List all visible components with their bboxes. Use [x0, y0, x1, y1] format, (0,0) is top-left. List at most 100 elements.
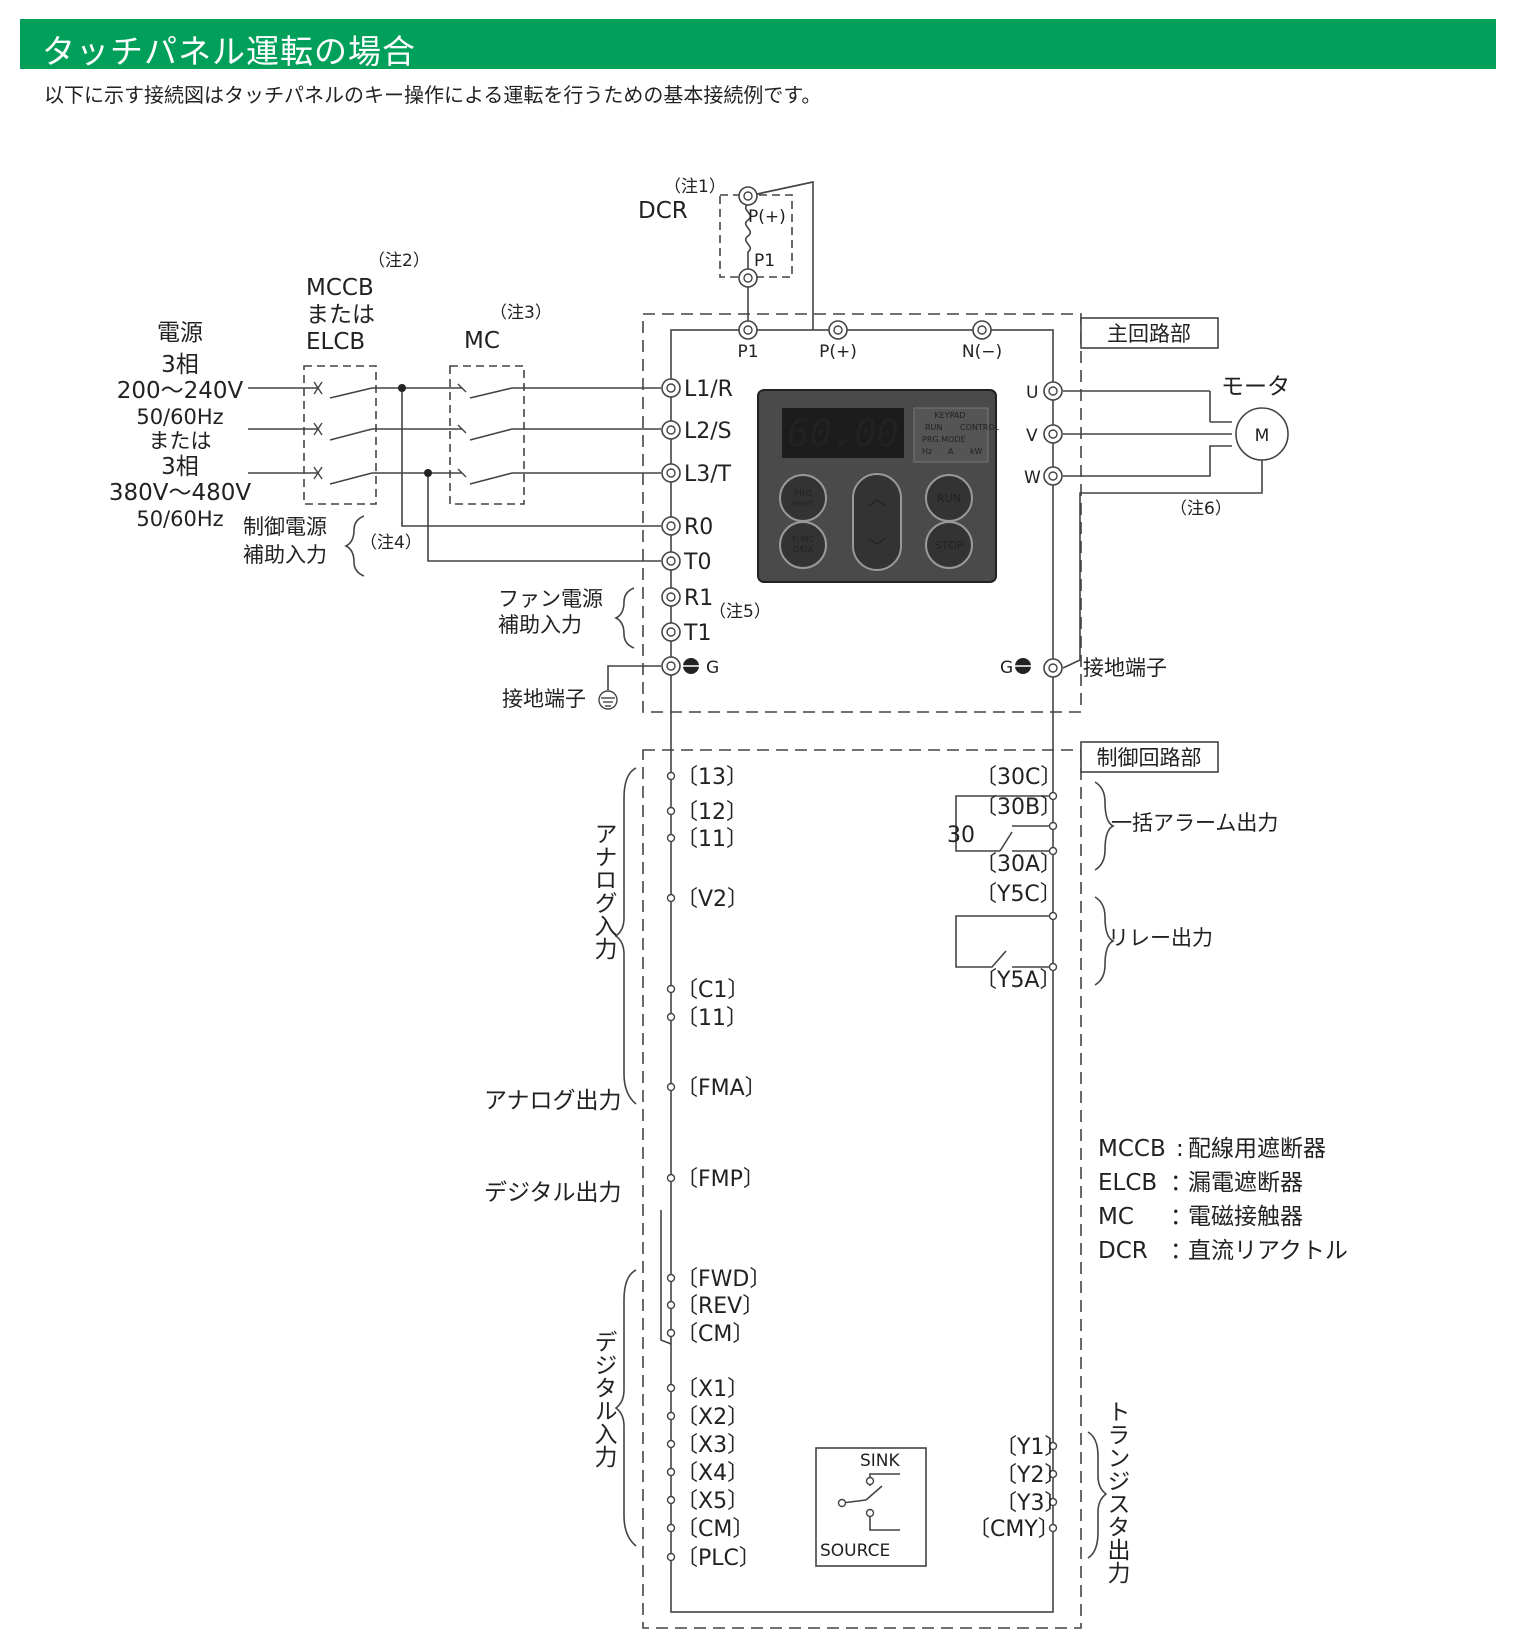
ground-right-label: 接地端子: [1083, 656, 1167, 680]
svg-text:〔REV〕: 〔REV〕: [676, 1294, 764, 1319]
svg-text:〔X5〕: 〔X5〕: [676, 1489, 749, 1514]
dcr-p1-terminal: [738, 268, 758, 288]
svg-text:P1: P1: [737, 342, 758, 362]
svg-text:〔C1〕: 〔C1〕: [676, 978, 749, 1003]
svg-text:〔30C〕: 〔30C〕: [975, 765, 1062, 790]
svg-text:〔Y2〕: 〔Y2〕: [995, 1463, 1066, 1488]
svg-text:MC: MC: [1098, 1204, 1134, 1230]
mc-box: [449, 365, 525, 505]
svg-text:G: G: [706, 658, 719, 678]
svg-text:MCCB: MCCB: [1098, 1136, 1166, 1162]
up-down-button[interactable]: ︿ ﹀: [852, 473, 902, 571]
relay-output-label: リレー出力: [1108, 926, 1213, 950]
terminal-u: [1043, 381, 1063, 401]
motor-symbol: M: [1255, 426, 1270, 446]
dcr-label: DCR: [638, 198, 688, 224]
svg-text:配線用遮断器: 配線用遮断器: [1188, 1136, 1326, 1162]
svg-text:〔V2〕: 〔V2〕: [676, 887, 749, 912]
svg-text:電磁接触器: 電磁接触器: [1188, 1204, 1303, 1230]
dcr-p1-label: P1: [754, 251, 775, 271]
terminal-r0: [661, 516, 681, 536]
svg-text:kW: kW: [970, 447, 983, 456]
title-bar: タッチパネル運転の場合: [20, 19, 1496, 71]
svg-text:〔13〕: 〔13〕: [676, 765, 748, 790]
keypad-display: 60.00: [787, 412, 898, 455]
svg-text:制御電源: 制御電源: [243, 515, 327, 539]
terminal-l3: [661, 463, 681, 483]
svg-text:（注6）: （注6）: [1170, 499, 1232, 519]
page-title: タッチパネル運転の場合: [42, 32, 416, 71]
svg-text:ELCB: ELCB: [306, 329, 365, 355]
svg-text:380V〜480V: 380V〜480V: [109, 480, 252, 506]
prg-reset-button[interactable]: PRG RESET: [779, 474, 827, 522]
svg-text:FUNC: FUNC: [792, 535, 814, 544]
svg-text:〔FMA〕: 〔FMA〕: [676, 1076, 767, 1101]
source-label: SOURCE: [820, 1541, 890, 1561]
svg-text:P(+): P(+): [819, 342, 857, 362]
terminal-pplus: [828, 320, 848, 340]
svg-text:L2/S: L2/S: [684, 419, 732, 444]
svg-text:〔Y5C〕: 〔Y5C〕: [975, 882, 1062, 907]
svg-text:〔X2〕: 〔X2〕: [676, 1405, 749, 1430]
main-circuit-dashed-box: [642, 313, 1082, 713]
svg-text:補助入力: 補助入力: [243, 543, 327, 567]
stop-button[interactable]: STOP: [925, 521, 973, 569]
transistor-output-label: トランジスタ出力: [1103, 1400, 1130, 1584]
svg-text:：: ：: [1170, 1170, 1193, 1196]
func-data-button[interactable]: FUNC DATA: [779, 521, 827, 569]
svg-text:（注4）: （注4）: [360, 533, 422, 553]
svg-text:PRG.MODE: PRG.MODE: [922, 435, 966, 444]
svg-text:〔FMP〕: 〔FMP〕: [676, 1167, 765, 1192]
svg-text:または: または: [306, 302, 375, 328]
terminal-p1: [738, 320, 758, 340]
svg-text:〔30B〕: 〔30B〕: [975, 795, 1062, 820]
svg-text:CONTROL: CONTROL: [960, 423, 1000, 432]
svg-text:〔PLC〕: 〔PLC〕: [676, 1546, 761, 1571]
digital-input-label: デジタル入力: [590, 1330, 618, 1468]
svg-text:：: ：: [1170, 1238, 1193, 1264]
svg-text:N(−): N(−): [962, 342, 1002, 362]
terminal-l1: [661, 378, 681, 398]
dcr-pplus-label: P(+): [748, 207, 786, 227]
svg-text:〔FWD〕: 〔FWD〕: [676, 1267, 771, 1292]
keypad[interactable]: 60.00 KEYPAD RUN CONTROL PRG.MODE Hz A k…: [757, 389, 1000, 583]
svg-text:〔30A〕: 〔30A〕: [975, 852, 1062, 877]
svg-text:G: G: [1000, 658, 1013, 678]
legend: MCCB : 配線用遮断器 ELCB ： 漏電遮断器 MC ： 電磁接触器 DC…: [1098, 1136, 1348, 1264]
control-circuit-dashed-box: [642, 749, 1082, 1629]
svg-text:30: 30: [947, 823, 975, 848]
control-circuit-label: 制御回路部: [1097, 746, 1202, 770]
svg-text:W: W: [1024, 468, 1041, 488]
alarm-output-label: 一括アラーム出力: [1111, 811, 1278, 835]
terminal-l2: [661, 420, 681, 440]
up-arrow-icon: ︿: [868, 489, 886, 510]
digital-output-label: デジタル出力: [484, 1180, 622, 1206]
svg-text:V: V: [1026, 426, 1038, 446]
run-button[interactable]: RUN: [925, 474, 973, 522]
svg-text:T0: T0: [683, 550, 711, 575]
svg-text:3相: 3相: [161, 352, 199, 378]
mccb-box: [303, 365, 377, 505]
svg-text:KEYPAD: KEYPAD: [934, 411, 965, 420]
svg-text:PRG: PRG: [794, 489, 813, 499]
terminal-w: [1043, 466, 1063, 486]
mc-label: MC: [464, 328, 500, 354]
svg-text:Hz: Hz: [922, 447, 932, 456]
svg-text:50/60Hz: 50/60Hz: [136, 507, 223, 531]
page-subtitle: 以下に示す接続図はタッチパネルのキー操作による運転を行うための基本接続例です。: [44, 83, 822, 107]
svg-text:〔CM〕: 〔CM〕: [676, 1517, 754, 1542]
sink-label: SINK: [860, 1451, 901, 1471]
dcr-note: （注1）: [664, 177, 726, 197]
main-circuit-label: 主回路部: [1107, 322, 1191, 346]
power-heading: 電源: [157, 320, 203, 346]
svg-text:〔X3〕: 〔X3〕: [676, 1433, 749, 1458]
svg-text:U: U: [1026, 383, 1038, 403]
svg-text:（注5）: （注5）: [709, 602, 771, 622]
svg-text:補助入力: 補助入力: [498, 613, 582, 637]
svg-text:A: A: [948, 447, 954, 456]
svg-text:ファン電源: ファン電源: [498, 587, 603, 611]
sink-source-switch: [815, 1447, 927, 1567]
svg-text:または: または: [149, 429, 212, 453]
svg-text:〔Y3〕: 〔Y3〕: [995, 1491, 1066, 1516]
